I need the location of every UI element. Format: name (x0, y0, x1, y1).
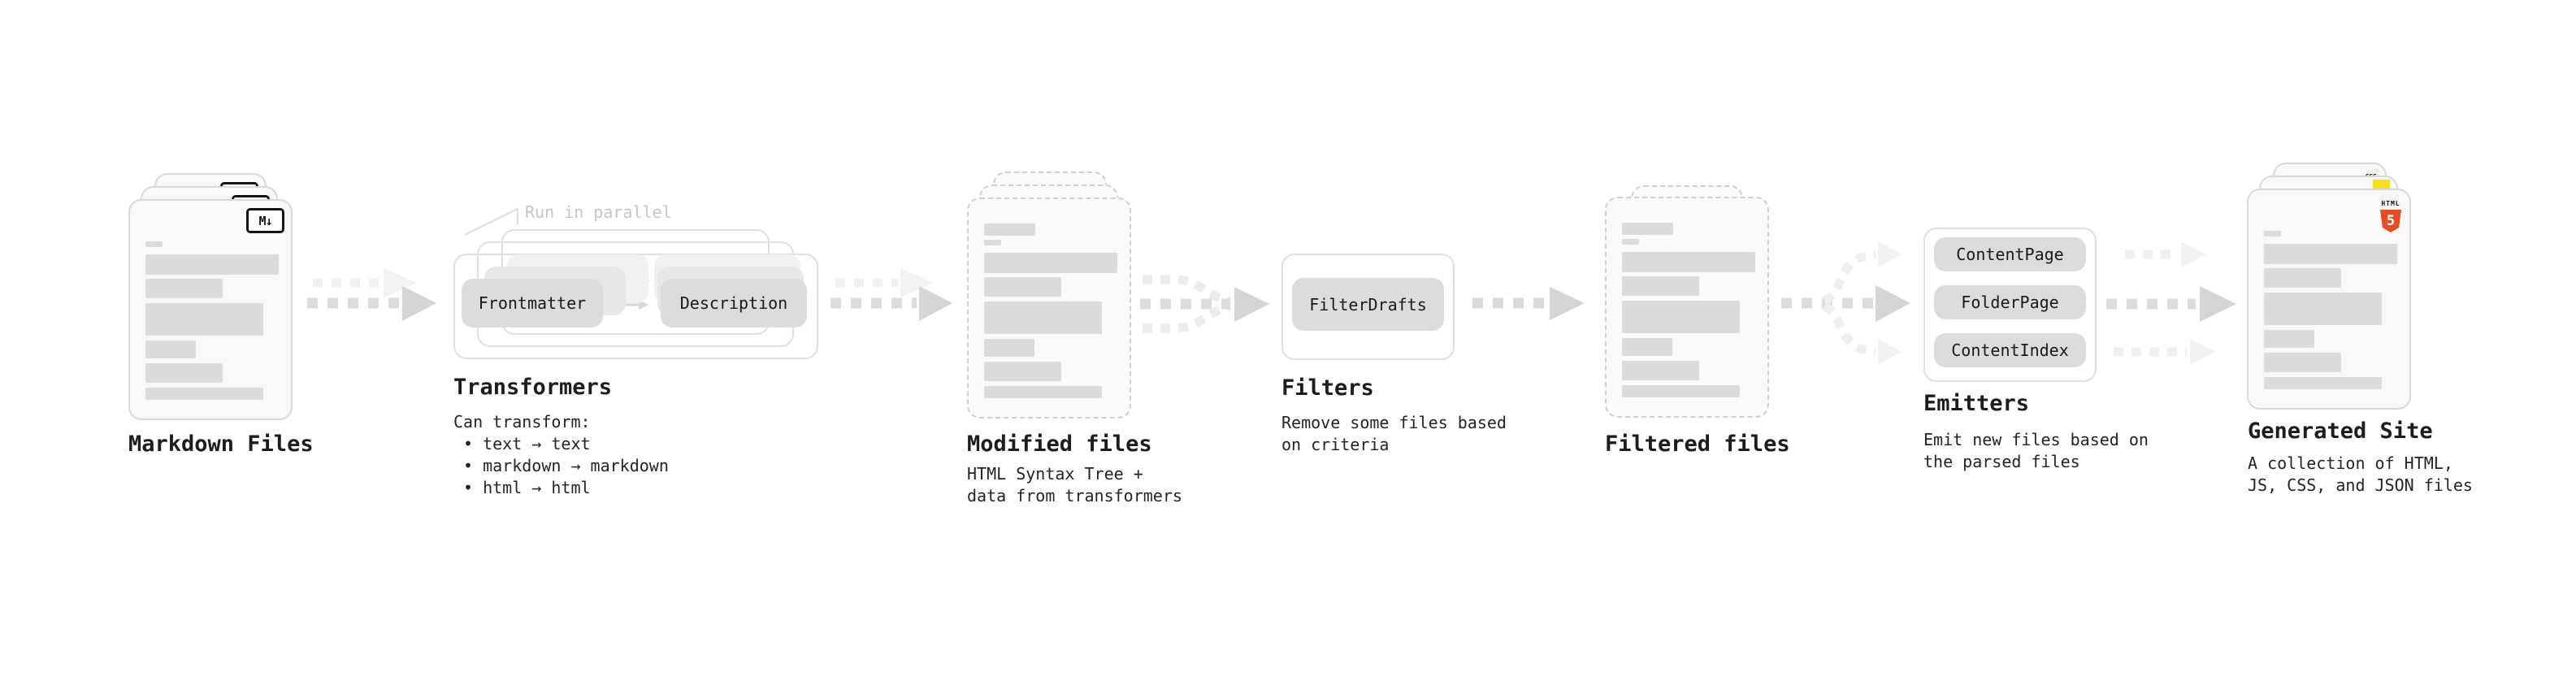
stage-title-markdown-files: Markdown Files (128, 432, 314, 457)
modified-file-card-front (967, 197, 1131, 419)
filters-box (1281, 254, 1455, 360)
stage-title-filtered-files: Filtered files (1605, 432, 1790, 457)
skeleton-bar (2264, 293, 2382, 325)
body-line: data from transformers (967, 486, 1182, 505)
stage-title-modified-files: Modified files (967, 432, 1152, 457)
skeleton-bar (984, 301, 1102, 334)
skeleton-bar (984, 277, 1061, 297)
body-line: A collection of HTML, (2248, 453, 2453, 473)
javascript-icon (2373, 180, 2390, 189)
arrow-filtered-to-emitters (1781, 241, 1910, 365)
folderpage-pill: FolderPage (1934, 285, 2086, 319)
markdown-file-card-front: M↓ (128, 199, 293, 420)
frontmatter-pill: Frontmatter (462, 279, 603, 327)
body-line: • markdown → markdown (463, 456, 669, 475)
description-pill: Description (661, 279, 807, 327)
skeleton-bar (145, 254, 279, 275)
skeleton-bar (145, 241, 163, 247)
arrow-emitters-to-site (2106, 241, 2236, 365)
body-line: JS, CSS, and JSON files (2248, 475, 2473, 495)
body-line: • html → html (463, 478, 591, 497)
html5-icon: HTML 5 (2379, 193, 2403, 232)
skeleton-bar (984, 223, 1035, 236)
site-file-card-html: HTML 5 (2247, 189, 2411, 410)
html5-icon-shield: 5 (2380, 210, 2401, 232)
skeleton-bar (145, 340, 196, 358)
markdown-icon: M↓ (246, 208, 284, 233)
arrow-markdown-to-transformers (307, 268, 436, 321)
stage-body-filters: Remove some files based on criteria (1281, 412, 1507, 456)
stage-title-emitters: Emitters (1923, 391, 2030, 416)
emitters-box (1923, 228, 2097, 382)
stage-body-transformers: Can transform: • text → text • markdown … (453, 411, 669, 499)
filtered-file-card-front (1605, 197, 1769, 418)
html5-icon-label: HTML (2381, 200, 2400, 207)
skeleton-bar (1622, 338, 1672, 356)
filterdrafts-pill: FilterDrafts (1292, 278, 1444, 331)
skeleton-bar (1622, 252, 1755, 272)
skeleton-bar (1622, 361, 1699, 380)
stage-body-generated-site: A collection of HTML, JS, CSS, and JSON … (2248, 453, 2473, 497)
skeleton-bar (984, 253, 1117, 273)
skeleton-bar (1622, 223, 1673, 235)
skeleton-bar (1622, 385, 1740, 397)
skeleton-bar (984, 339, 1034, 357)
arrow-filters-to-filtered (1472, 287, 1585, 320)
run-in-parallel-note: Run in parallel (525, 202, 672, 222)
stage-title-generated-site: Generated Site (2248, 419, 2433, 444)
arrow-transformers-to-modified (830, 268, 952, 321)
body-line: on criteria (1281, 435, 1390, 454)
skeleton-bar (1622, 239, 1639, 245)
skeleton-bar (1622, 301, 1740, 333)
body-line: HTML Syntax Tree + (967, 464, 1143, 484)
skeleton-bar (2264, 231, 2281, 236)
skeleton-bar (984, 240, 1001, 245)
skeleton-bar (984, 386, 1102, 398)
body-line: • text → text (463, 434, 591, 453)
stage-title-filters: Filters (1281, 375, 1374, 401)
arrow-modified-to-filters (1140, 275, 1269, 333)
skeleton-bar (2264, 377, 2382, 389)
skeleton-bar (2264, 330, 2314, 348)
body-line: Can transform: (453, 412, 591, 432)
body-line: Remove some files based (1281, 413, 1507, 432)
skeleton-bar (1622, 276, 1699, 296)
skeleton-bar (145, 279, 223, 298)
skeleton-bar (2264, 268, 2341, 288)
stage-body-emitters: Emit new files based on the parsed files (1923, 429, 2149, 473)
skeleton-bar (145, 388, 263, 400)
skeleton-bar (2264, 353, 2341, 372)
stage-body-modified-files: HTML Syntax Tree + data from transformer… (967, 463, 1182, 507)
body-line: Emit new files based on (1923, 430, 2149, 449)
contentpage-pill: ContentPage (1934, 237, 2086, 271)
stage-title-transformers: Transformers (453, 375, 613, 400)
skeleton-bar (145, 303, 263, 336)
skeleton-bar (984, 362, 1061, 381)
skeleton-bar (145, 363, 223, 383)
skeleton-bar (2264, 244, 2397, 264)
body-line: the parsed files (1923, 452, 2080, 471)
contentindex-pill: ContentIndex (1934, 333, 2086, 367)
